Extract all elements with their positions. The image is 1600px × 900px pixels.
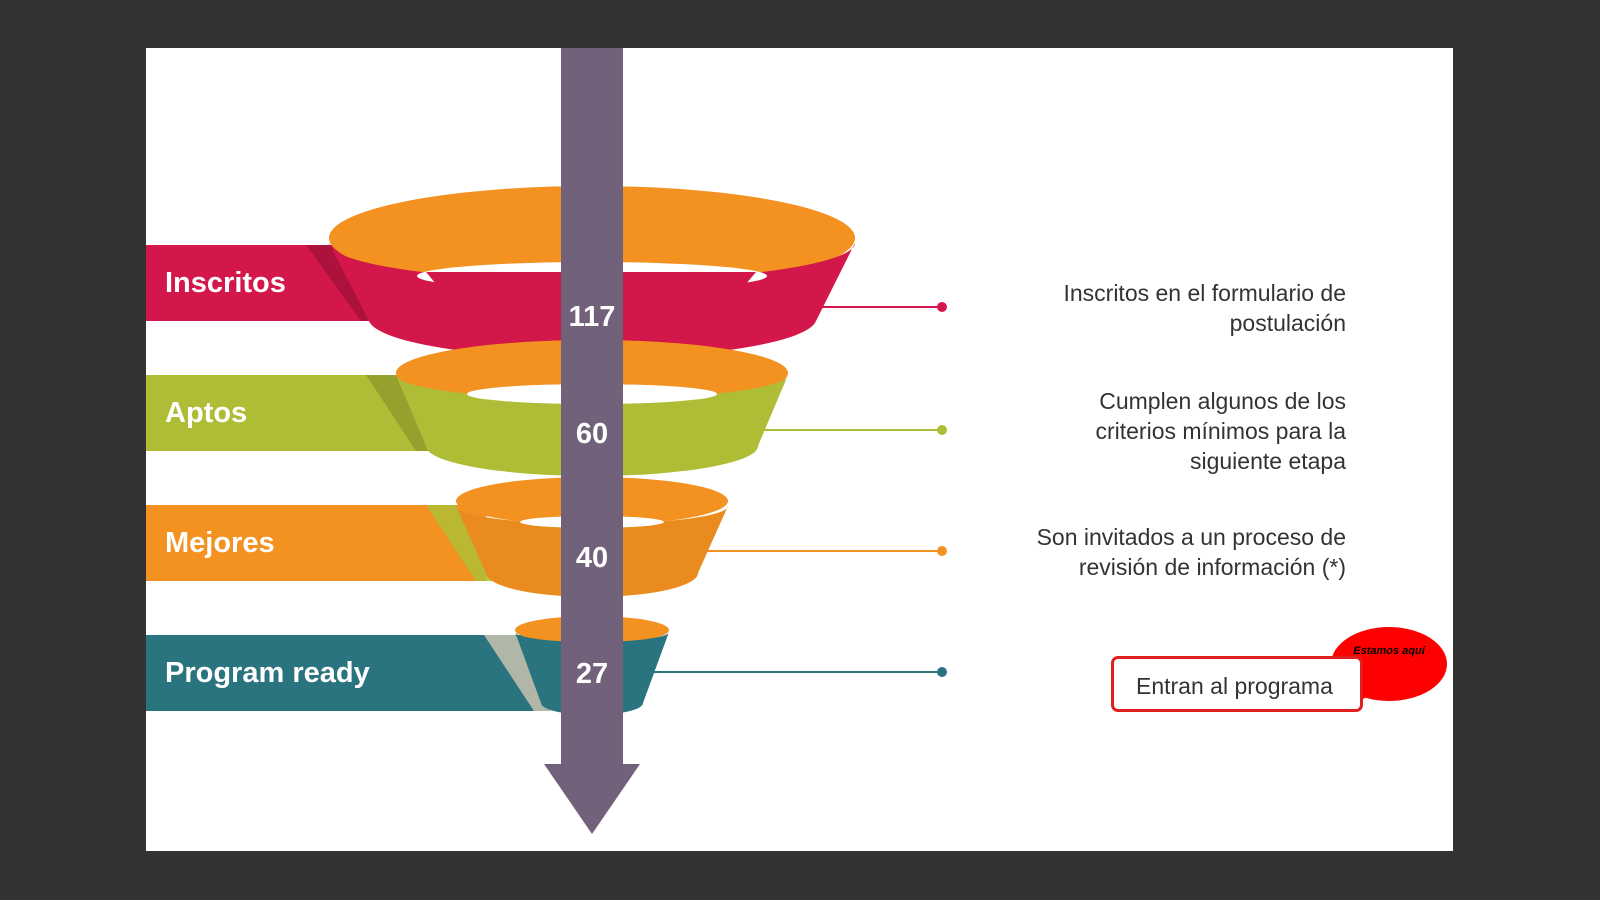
callout-text: Estamos aquí — [1353, 645, 1425, 657]
connector-lines — [646, 302, 947, 677]
stage-label-inscritos: Inscritos — [165, 266, 286, 299]
central-arrow — [544, 48, 640, 834]
ribbon-fold-4 — [484, 635, 551, 711]
ribbon-fold-2 — [366, 375, 436, 451]
stage-label-aptos: Aptos — [165, 396, 248, 429]
ribbon-fold-1 — [306, 245, 371, 321]
stage-label-program-ready: Program ready — [165, 656, 370, 689]
highlight-box — [1111, 656, 1363, 712]
ribbon-3 — [146, 505, 486, 581]
connector-dot-1 — [937, 302, 947, 312]
ribbon-4 — [146, 635, 541, 711]
stage-value-program-ready: 27 — [575, 658, 609, 690]
ribbon-2 — [146, 375, 436, 451]
connector-dot-4 — [937, 667, 947, 677]
stage-description-aptos: Cumplen algunos de los criterios mínimos… — [1095, 388, 1346, 474]
stage-value-inscritos: 117 — [568, 301, 616, 333]
connector-dot-3 — [937, 546, 947, 556]
funnel-diagram — [146, 48, 1447, 834]
stage-description-mejores: Son invitados a un proceso de revisión d… — [1036, 524, 1346, 580]
stage-description-inscritos: Inscritos en el formulario de postulació… — [1063, 280, 1346, 336]
stage-label-mejores: Mejores — [165, 526, 275, 559]
slide: Inscritos Aptos Mejores Program ready 11… — [146, 48, 1453, 851]
ribbon-fold-3 — [426, 505, 496, 581]
stage-value-mejores: 40 — [575, 542, 609, 574]
stage-description-program-ready: Entran al programa — [1136, 673, 1333, 699]
connector-dot-2 — [937, 425, 947, 435]
stage-value-aptos: 60 — [575, 418, 609, 450]
